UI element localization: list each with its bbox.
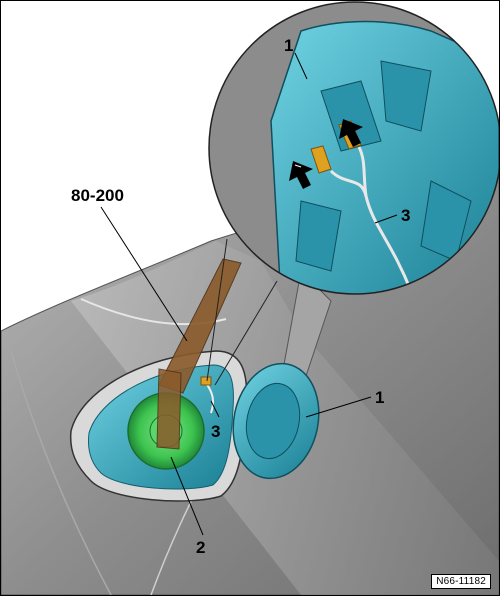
leader-line-1-top [294,52,308,80]
callout-2: 2 [196,538,205,557]
callout-80-200: 80-200 [71,186,124,205]
arrow-icon-2 [339,119,363,147]
leader-line-2 [170,456,204,536]
tool-80-200 [158,258,242,394]
detail-magnifier [208,1,499,295]
callout-3-main: 3 [211,422,220,441]
door-contour-line-2 [10,350,112,595]
magnifier-pointer [206,238,228,382]
callout-1-top: 1 [284,36,293,55]
callout-3-detail: 3 [401,206,410,225]
mirror-glass-back [245,382,301,460]
connector [200,376,212,386]
leader-line-80-200 [100,206,188,342]
detail-magnifier-content [209,2,499,294]
reference-code: N66-11182 [431,574,491,589]
magnifier-pointer-2 [214,280,278,386]
arrow-icon [289,161,313,189]
leader-line-3-detail [374,214,398,224]
callout-1-side: 1 [375,388,384,407]
leader-line-1-side [305,396,372,418]
tool-80-200-blade [156,368,182,450]
leader-line-3-main [210,400,220,418]
